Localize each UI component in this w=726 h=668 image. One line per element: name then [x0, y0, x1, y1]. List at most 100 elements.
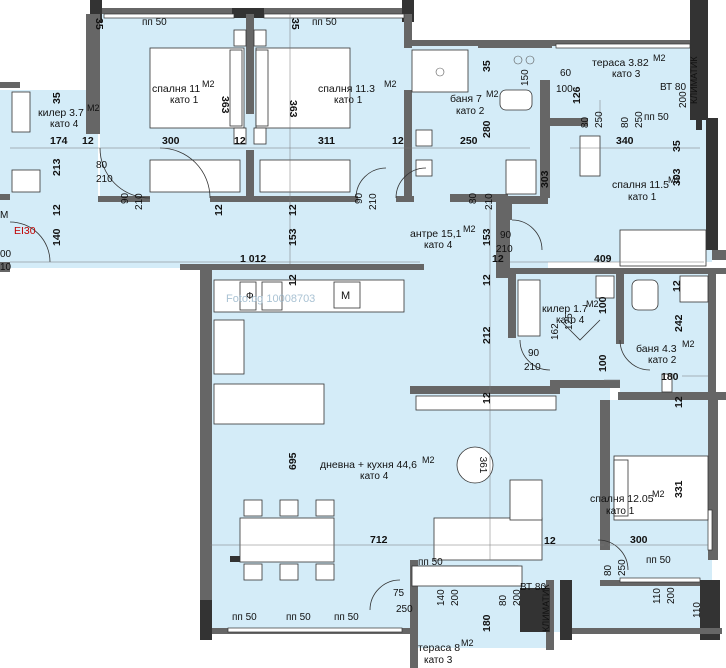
dim-213: 213 — [51, 158, 63, 176]
klimatik-bottom-label: КЛИМАТИК — [541, 584, 551, 632]
room-sup-pantry1: M2 — [87, 103, 100, 113]
room-floor-bedroom4: като 1 — [606, 506, 635, 517]
dim-100: 100 — [556, 84, 573, 95]
room-floor-bedroom1: като 1 — [170, 95, 199, 106]
dim-12: 12 — [392, 135, 404, 147]
dim-303b: 303 — [671, 168, 683, 186]
furniture — [11, 29, 709, 587]
dim-363b: 363 — [287, 100, 299, 118]
dim-125: 125 — [564, 313, 575, 330]
misc-labels: EI30 Foto.bg 10008703 M Ф 361 ВТ 80 ВТ 8… — [0, 17, 699, 632]
vt-bottom-label: ВТ 80 — [520, 582, 546, 593]
door-swings — [9, 147, 651, 611]
oven-symbol: M — [341, 290, 350, 302]
room-sup-bath2: M2 — [682, 339, 695, 349]
dim-340: 340 — [616, 135, 634, 147]
dim-180: 180 — [661, 371, 679, 383]
dim-12: 12 — [234, 135, 246, 147]
dim-140: 140 — [51, 228, 63, 246]
dim-695: 695 — [287, 452, 299, 470]
dim-162: 162 — [550, 323, 561, 340]
dim-250: 250 — [634, 111, 645, 128]
dim-200: 200 — [678, 91, 689, 108]
window-label: пп 50 — [646, 555, 671, 566]
dim-242: 242 — [673, 314, 685, 332]
dim-210: 210 — [524, 362, 541, 373]
room-floor-terrace1: като 3 — [612, 69, 641, 80]
window-label: пп 50 — [644, 112, 669, 123]
wall-code-label-3: 10 — [0, 262, 12, 273]
dim-100v: 100 — [597, 296, 609, 314]
dim-12: 12 — [544, 535, 556, 547]
window-label: пп 50 — [142, 17, 167, 28]
dim-12: 12 — [82, 135, 94, 147]
window-label: пп 50 — [312, 17, 337, 28]
wall-code-label-2: 00 — [0, 249, 12, 260]
room-labels: спалня 11 M2 като 1 спалня 11.3 M2 като … — [38, 53, 695, 666]
dim-110: 110 — [692, 602, 703, 618]
dim-35: 35 — [93, 18, 105, 30]
dim-80: 80 — [603, 564, 614, 576]
dim-210: 210 — [368, 193, 379, 210]
dim-250: 250 — [396, 604, 413, 615]
wall-code-label: M — [0, 210, 8, 221]
room-name-terrace1: тераса 3.82 — [592, 57, 649, 69]
dim-80: 80 — [498, 594, 509, 606]
room-sup-terrace2: M2 — [461, 638, 474, 648]
vt-top-label: ВТ 80 — [660, 82, 686, 93]
dim-150: 150 — [520, 69, 531, 86]
room-fills — [0, 14, 712, 648]
dimensions-horizontal: 300 311 250 340 174 1 012 409 712 300 18… — [50, 68, 679, 615]
dim-250: 250 — [460, 135, 478, 147]
room-name-pantry2: килер 1.7 — [542, 303, 588, 315]
room-floor-terrace2: като 3 — [424, 655, 453, 666]
round-table-label: 361 — [477, 457, 488, 474]
dim-80: 80 — [580, 116, 591, 128]
dim-712: 712 — [370, 534, 388, 546]
klimatik-top-label: КЛИМАТИК — [689, 56, 699, 104]
dim-280: 280 — [481, 120, 493, 138]
dimensions-vertical: 363 363 303 303 280 213 140 153 153 212 … — [51, 18, 703, 632]
room-floor-pantry1: като 4 — [50, 119, 79, 130]
room-floor-bedroom3: като 1 — [628, 192, 657, 203]
dim-12: 12 — [213, 204, 225, 216]
dim-180b: 180 — [481, 614, 493, 632]
dim-90: 90 — [528, 348, 540, 359]
room-name-bedroom2: спалня 11.3 — [318, 83, 375, 95]
watermark-text: Foto.bg 10008703 — [226, 293, 315, 305]
dim-90: 90 — [354, 192, 365, 204]
window-label: пп 50 — [334, 612, 359, 623]
dim-311: 311 — [318, 135, 335, 147]
dim-200: 200 — [666, 587, 677, 604]
dim-210: 210 — [496, 244, 513, 255]
room-name-bath2: баня 4.3 — [636, 343, 677, 355]
room-name-terrace2: тераса 8 — [418, 642, 460, 654]
room-sup-bedroom2: M2 — [384, 79, 397, 89]
dim-210: 210 — [96, 174, 113, 185]
room-floor-pantry2: като 4 — [556, 315, 585, 326]
dim-110: 110 — [652, 588, 663, 604]
dim-200: 200 — [450, 589, 461, 606]
room-name-bath1: баня 7 — [450, 93, 482, 105]
dim-12: 12 — [481, 392, 493, 404]
dim-250: 250 — [594, 111, 605, 128]
dim-75: 75 — [393, 588, 405, 599]
dim-12: 12 — [671, 280, 683, 292]
dim-80: 80 — [620, 116, 631, 128]
dim-331: 331 — [673, 480, 685, 498]
room-floor-bath1: като 2 — [456, 106, 485, 117]
dim-210: 210 — [484, 193, 495, 210]
dim-300: 300 — [162, 135, 180, 147]
room-name-bedroom4: спалня 12.05 — [590, 493, 654, 505]
dim-126: 126 — [571, 86, 583, 104]
room-sup-bath1: M2 — [486, 89, 499, 99]
dim-300b: 300 — [630, 534, 648, 546]
socket-symbol: Ф — [246, 291, 254, 302]
room-floor-bath2: като 2 — [648, 355, 677, 366]
room-name-hall: антре 15,1 — [410, 228, 462, 240]
dim-90: 90 — [500, 230, 512, 241]
room-sup-pantry2: M2 — [586, 299, 599, 309]
dim-210: 210 — [134, 193, 145, 210]
